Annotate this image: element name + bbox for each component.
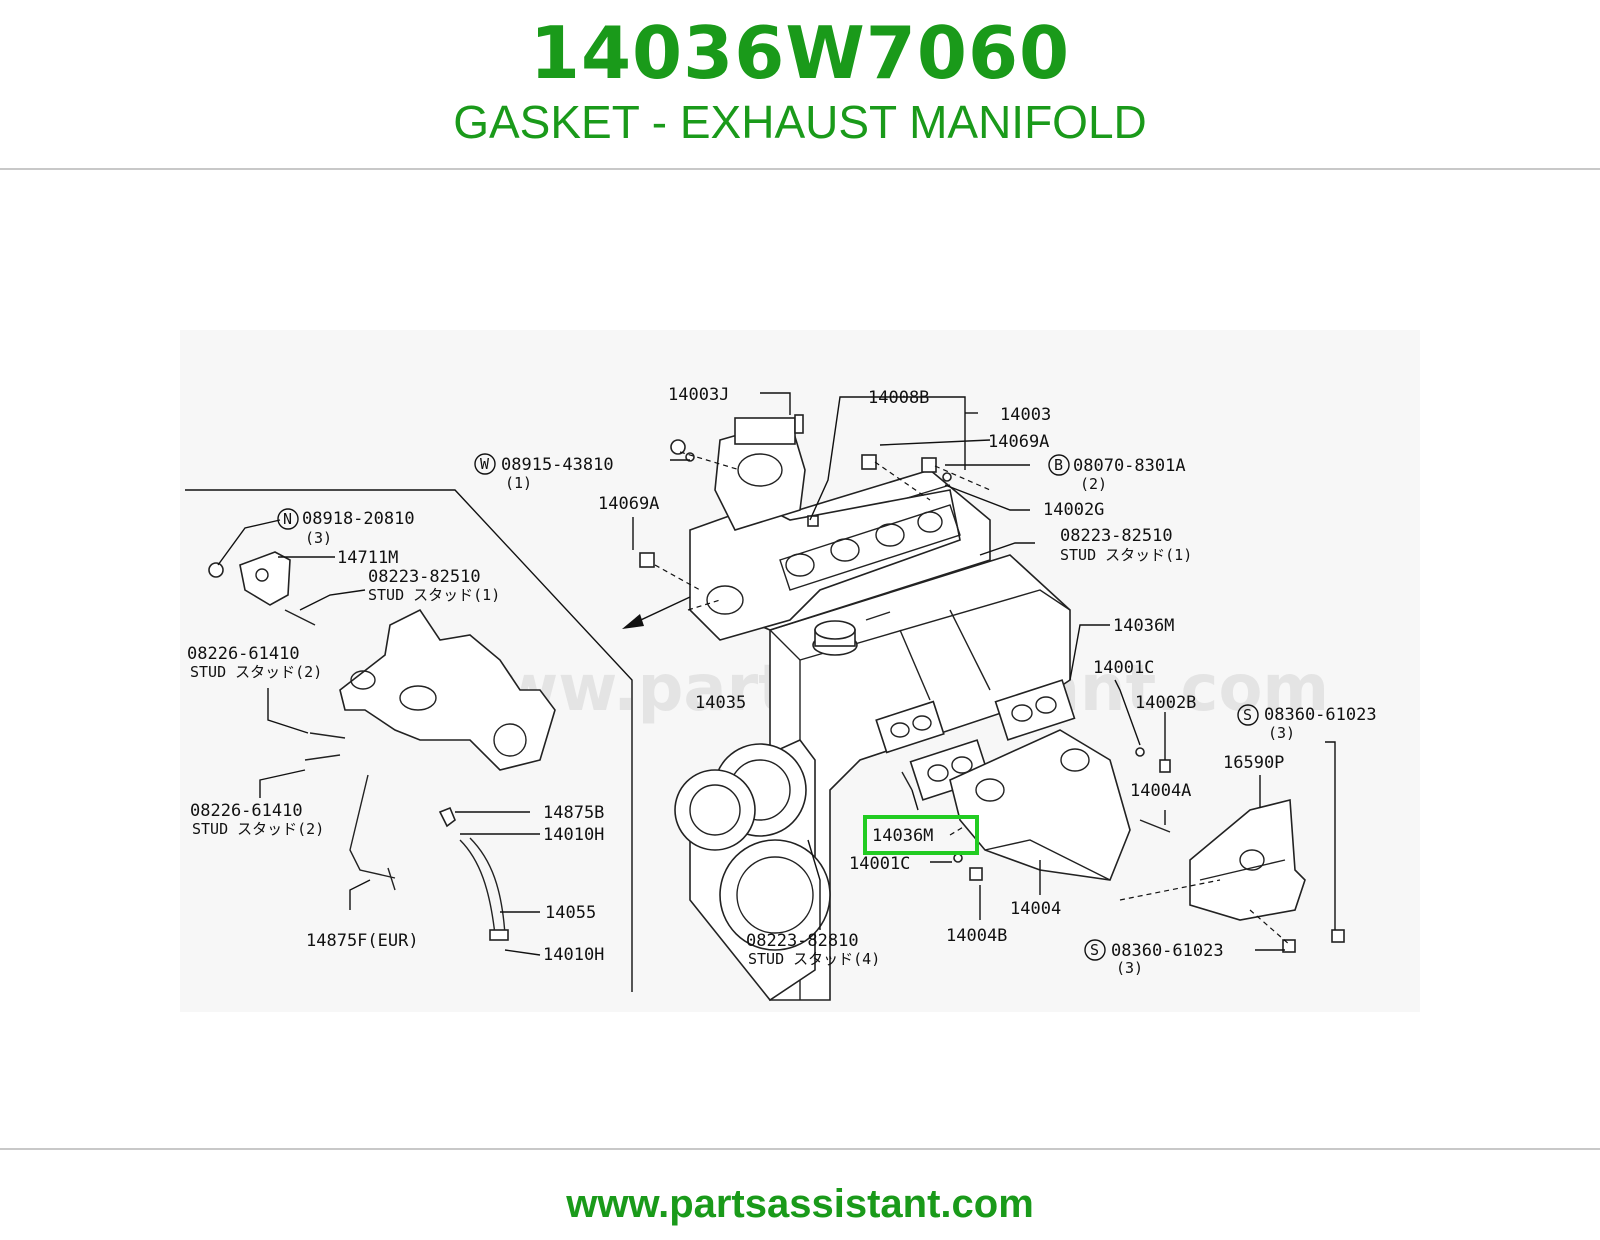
exhaust-manifold-gasket-upper: [994, 679, 1076, 741]
dashed-leader: [874, 461, 931, 501]
label-08915-43810: 08915-43810: [501, 455, 614, 475]
front-direction-arrow: [622, 596, 691, 629]
label-14711M: 14711M: [337, 548, 398, 568]
callout-mark-b: B: [1048, 454, 1070, 476]
dashed-leader: [1119, 879, 1221, 901]
desc-stud-left: STUD スタッド(1): [368, 586, 500, 604]
label-14001C-top: 14001C: [1093, 658, 1154, 678]
dashed-leader: [687, 599, 721, 611]
qty-n: (3): [305, 529, 332, 547]
highlighted-part-callout[interactable]: 14036M: [863, 815, 979, 855]
mounting-bracket: [208, 551, 291, 606]
svg-text:B: B: [1054, 456, 1063, 474]
label-14035: 14035: [695, 693, 746, 713]
heat-shield: [1189, 798, 1306, 921]
timing-pulleys: [674, 739, 831, 1002]
qty-w: (1): [505, 474, 532, 492]
label-08070-8301A: 08070-8301A: [1073, 456, 1186, 476]
label-14069A-top: 14069A: [988, 432, 1049, 452]
page-header: 14036W7060 GASKET - EXHAUST MANIFOLD: [0, 0, 1600, 168]
label-14004: 14004: [1010, 899, 1061, 919]
label-08360-61023-top: 08360-61023: [1264, 705, 1377, 725]
exhaust-manifold: [949, 729, 1131, 881]
label-08223-82810: 08223-82810: [746, 931, 859, 951]
label-08918-20810: 08918-20810: [302, 509, 415, 529]
label-14004B: 14004B: [946, 926, 1007, 946]
qty-s-low: (3): [1116, 959, 1143, 977]
callout-mark-s-top: S: [1237, 704, 1259, 726]
label-08360-61023-low: 08360-61023: [1111, 941, 1224, 961]
website-link[interactable]: www.partsassistant.com: [566, 1182, 1034, 1226]
label-14036M-top: 14036M: [1113, 616, 1174, 636]
desc-stud-a: STUD スタッド(2): [190, 663, 322, 681]
qty-s-top: (3): [1268, 724, 1295, 742]
svg-text:W: W: [480, 455, 490, 473]
callout-mark-s-low: S: [1084, 939, 1106, 961]
label-14002B: 14002B: [1135, 693, 1196, 713]
oil-filler-cap: [812, 620, 858, 656]
footer-divider: [0, 1148, 1600, 1150]
label-14002G: 14002G: [1043, 500, 1104, 520]
fasteners: [639, 414, 1345, 953]
label-14003: 14003: [1000, 405, 1051, 425]
exploded-view-drawing: www.partsassistant.com: [180, 330, 1420, 1012]
group-divider-line: [185, 489, 633, 992]
label-08223-82510-left: 08223-82510: [368, 567, 481, 587]
desc-stud-b: STUD スタッド(2): [192, 820, 324, 838]
part-name: GASKET - EXHAUST MANIFOLD: [453, 96, 1147, 148]
left-manifold: [339, 608, 556, 771]
leader-lines: [217, 392, 1336, 956]
exhaust-tube: [349, 774, 396, 891]
label-08226-61410-a: 08226-61410: [187, 644, 300, 664]
header-divider: [0, 168, 1600, 170]
label-08223-82510-top: 08223-82510: [1060, 526, 1173, 546]
label-14055: 14055: [545, 903, 596, 923]
svg-text:S: S: [1243, 706, 1252, 724]
label-14003J: 14003J: [668, 385, 729, 405]
label-14036M-highlighted: 14036M: [872, 826, 933, 846]
qty-b: (2): [1080, 475, 1107, 493]
callout-mark-n: N: [277, 508, 299, 530]
cylinder-block: [769, 554, 1071, 1001]
label-14010H-top: 14010H: [543, 825, 604, 845]
exhaust-manifold-gasket-mid: [875, 700, 945, 754]
part-number: 14036W7060: [529, 11, 1071, 95]
dashed-leader: [934, 465, 991, 491]
intake-manifold-gasket: [779, 504, 961, 591]
label-14875F-EUR: 14875F(EUR): [306, 931, 419, 951]
desc-stud-c: STUD スタッド(4): [748, 950, 880, 968]
callout-mark-w: W: [474, 453, 496, 475]
water-hose: [438, 806, 509, 941]
label-14004A: 14004A: [1130, 781, 1191, 801]
label-16590P: 16590P: [1223, 753, 1284, 773]
parts-diagram: www.partsassistant.com: [0, 170, 1600, 1148]
throttle-chamber: [714, 417, 806, 531]
label-14001C-low: 14001C: [849, 854, 910, 874]
label-14069A-left: 14069A: [598, 494, 659, 514]
studs-left: [284, 609, 346, 761]
dashed-leader: [679, 451, 741, 471]
label-08226-61410-b: 08226-61410: [190, 801, 303, 821]
label-14875B: 14875B: [543, 803, 604, 823]
label-14008B: 14008B: [868, 388, 929, 408]
svg-text:N: N: [283, 510, 292, 528]
desc-stud-top: STUD スタッド(1): [1060, 546, 1192, 564]
label-14010H-low: 14010H: [543, 945, 604, 965]
svg-text:S: S: [1090, 941, 1099, 959]
